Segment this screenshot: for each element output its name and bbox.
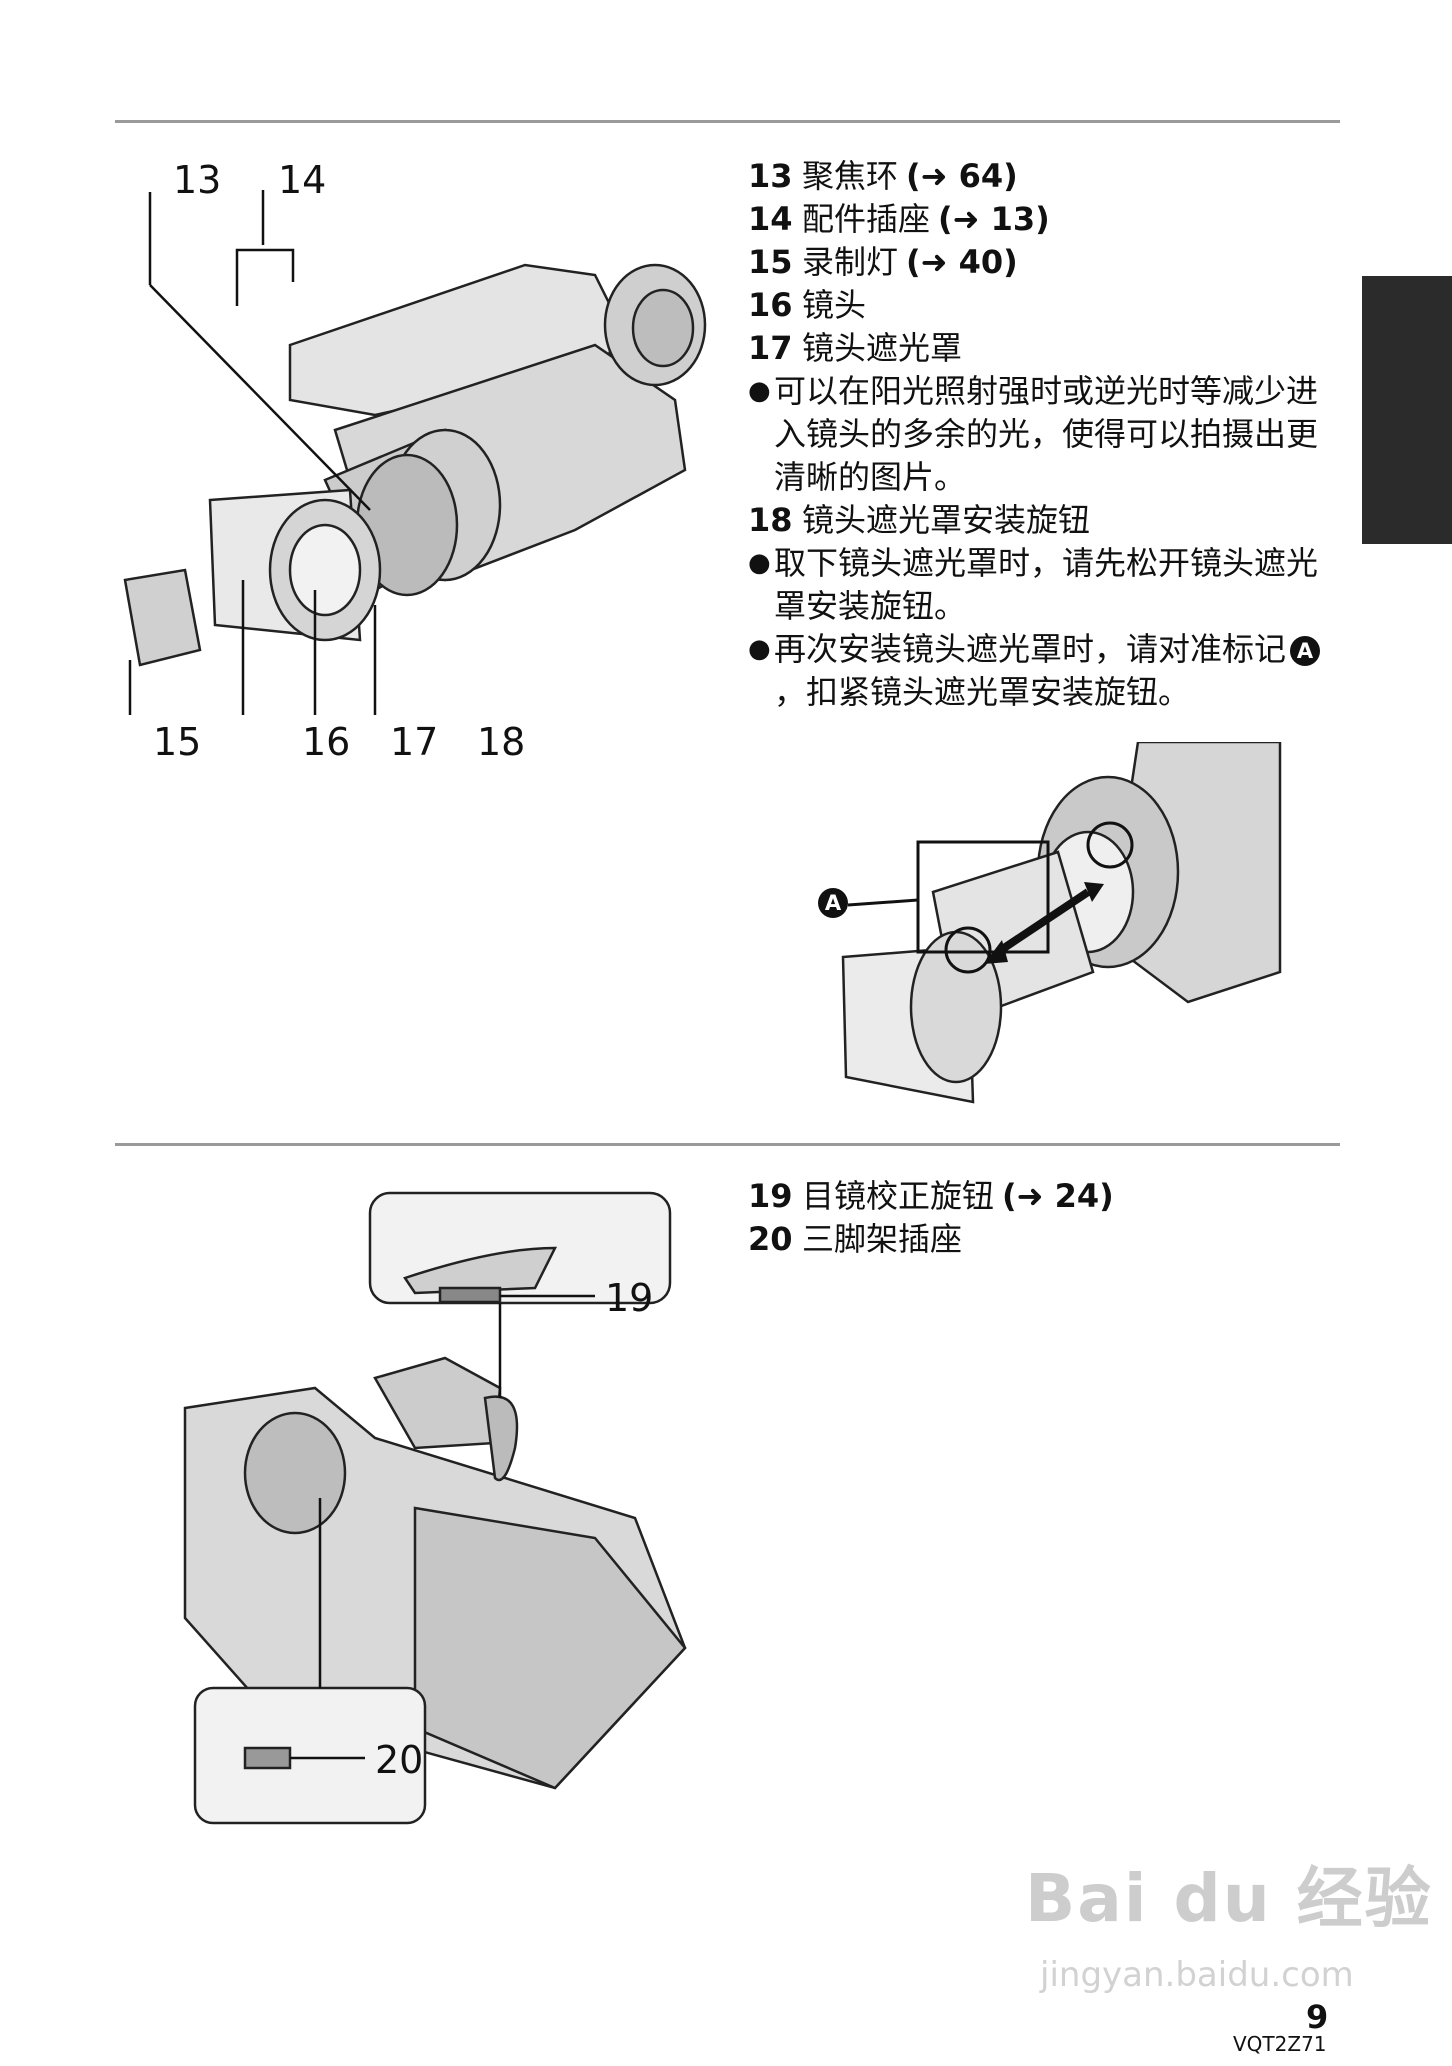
document-code: VQT2Z71 <box>1233 2032 1327 2056</box>
page-number: 9 <box>1306 1998 1329 2036</box>
bullet-dot-icon: ● <box>748 634 771 664</box>
callout-19: 19 <box>605 1276 654 1320</box>
bullet-dot-icon: ● <box>748 548 771 578</box>
callout-20: 20 <box>375 1738 424 1782</box>
callout-13: 13 <box>173 158 222 202</box>
baidu-watermark-url: jingyan.baidu.com <box>1040 1955 1354 1995</box>
lens-hood-inset-illustration: A <box>808 742 1288 1112</box>
top-divider <box>115 120 1340 123</box>
bullet-hood-purpose: ●可以在阳光照射强时或逆光时等减少进入镜头的多余的光，使得可以拍摄出更清晰的图片… <box>748 370 1338 499</box>
callout-17: 17 <box>390 720 439 764</box>
mark-a-badge: A <box>1290 636 1321 666</box>
camera-front-illustration: 13 14 15 16 17 18 <box>115 150 725 790</box>
callout-14: 14 <box>278 158 327 202</box>
camera-rear-illustration: 19 20 <box>115 1188 715 1838</box>
baidu-watermark: Bai du 经验 <box>1025 1860 1433 1937</box>
middle-divider <box>115 1143 1340 1146</box>
bullet-dot-icon: ● <box>748 376 771 406</box>
bullet-remove-hood: ●取下镜头遮光罩时，请先松开镜头遮光罩安装旋钮。 <box>748 542 1338 628</box>
inset-mark-a: A <box>818 888 848 918</box>
callout-15: 15 <box>153 720 202 764</box>
section-tab <box>1362 276 1452 544</box>
callout-18: 18 <box>477 720 526 764</box>
callout-16: 16 <box>302 720 351 764</box>
